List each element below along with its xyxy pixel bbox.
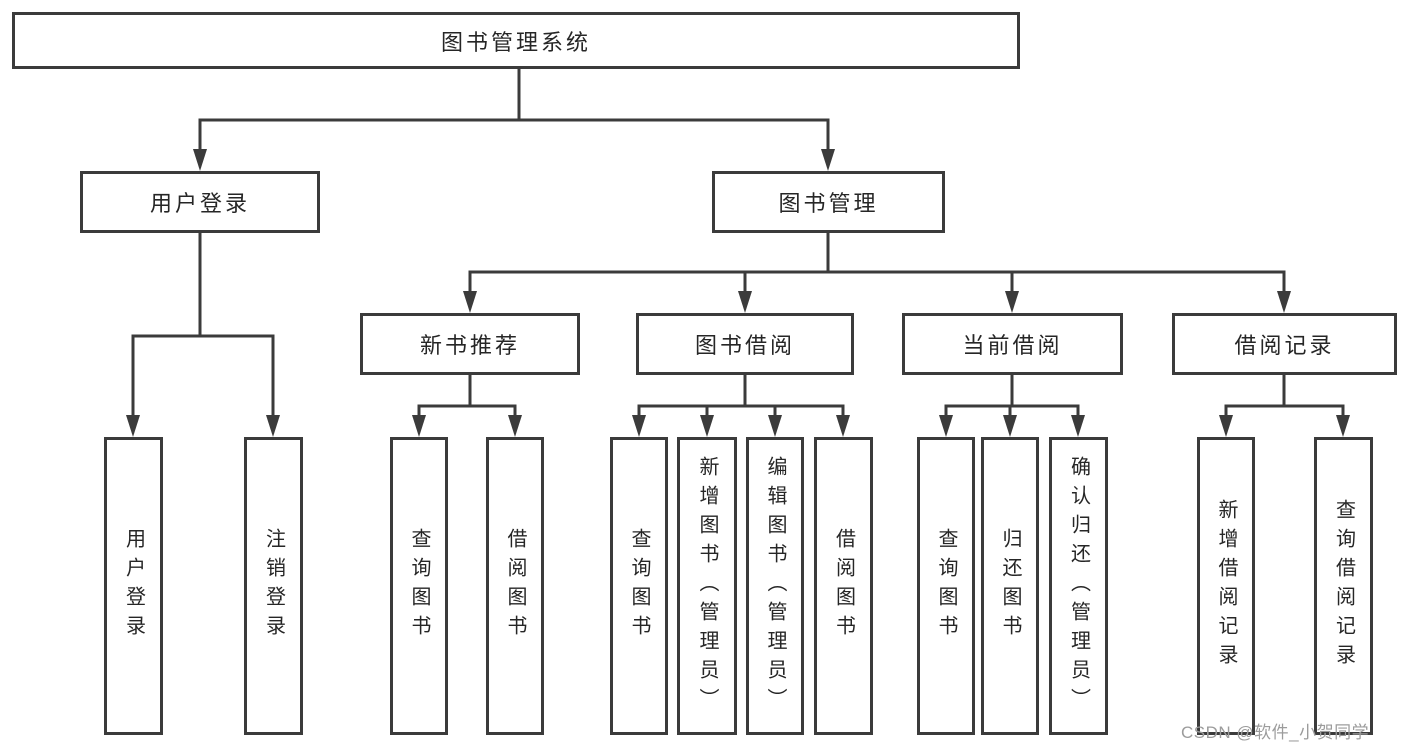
node-label: 图书管理 (778, 191, 879, 216)
leaf-query-books-newbook: 查询图书 (390, 437, 448, 735)
wire-userlogin-to-leaves (131, 233, 275, 418)
node-label: 查询图书 (408, 528, 430, 644)
wire-bookborrow-to-leaves (637, 375, 845, 418)
node-label: 查询图书 (935, 528, 957, 644)
wire-bookmgmt-to-level3 (468, 233, 1286, 294)
leaf-user-login: 用户登录 (104, 437, 163, 735)
node-label: 注销登录 (262, 528, 285, 644)
node-label: 图书管理系统 (440, 29, 591, 55)
node-new-book-recommend: 新书推荐 (360, 313, 580, 375)
csdn-watermark: CSDN @软件_小贺同学 (1181, 723, 1370, 742)
node-label: 查询借阅记录 (1332, 499, 1355, 673)
leaf-edit-books-admin: 编辑图书（管理员） (746, 437, 804, 735)
leaf-add-books-admin: 新增图书（管理员） (677, 437, 737, 735)
node-label: 新书推荐 (419, 333, 520, 358)
leaf-logout: 注销登录 (244, 437, 303, 735)
leaf-add-borrow-record: 新增借阅记录 (1197, 437, 1255, 735)
leaf-borrow-books-borrowing: 借阅图书 (814, 437, 873, 735)
leaf-borrow-books-newbook: 借阅图书 (486, 437, 544, 735)
node-label: 新增图书（管理员） (696, 455, 718, 717)
node-label: 图书借阅 (694, 333, 795, 358)
leaf-confirm-return-admin: 确认归还（管理员） (1049, 437, 1108, 735)
node-user-login: 用户登录 (80, 171, 320, 233)
leaf-return-books: 归还图书 (981, 437, 1039, 735)
node-label: 借阅图书 (504, 528, 526, 644)
wire-currentborrow-to-leaves (944, 375, 1080, 418)
node-current-borrowing: 当前借阅 (902, 313, 1123, 375)
wire-root-to-level2 (198, 69, 830, 152)
wire-newbook-to-leaves (417, 375, 517, 418)
leaf-query-borrow-record: 查询借阅记录 (1314, 437, 1373, 735)
leaf-query-books-borrowing: 查询图书 (610, 437, 668, 735)
node-label: 编辑图书（管理员） (764, 455, 786, 717)
node-label: 借阅记录 (1234, 333, 1335, 358)
node-label: 借阅图书 (832, 528, 855, 644)
wire-borrowrecord-to-leaves (1224, 375, 1345, 418)
node-library-system: 图书管理系统 (12, 12, 1020, 69)
node-label: 用户登录 (122, 528, 145, 644)
node-borrowing-records: 借阅记录 (1172, 313, 1397, 375)
node-label: 新增借阅记录 (1215, 499, 1237, 673)
node-label: 归还图书 (999, 528, 1021, 644)
node-label: 确认归还（管理员） (1067, 455, 1090, 717)
node-book-borrowing: 图书借阅 (636, 313, 854, 375)
node-label: 查询图书 (628, 528, 650, 644)
node-book-management: 图书管理 (712, 171, 945, 233)
node-label: 当前借阅 (962, 333, 1063, 358)
node-label: 用户登录 (149, 191, 250, 216)
leaf-query-books-current: 查询图书 (917, 437, 975, 735)
arrowheads (126, 149, 1350, 437)
